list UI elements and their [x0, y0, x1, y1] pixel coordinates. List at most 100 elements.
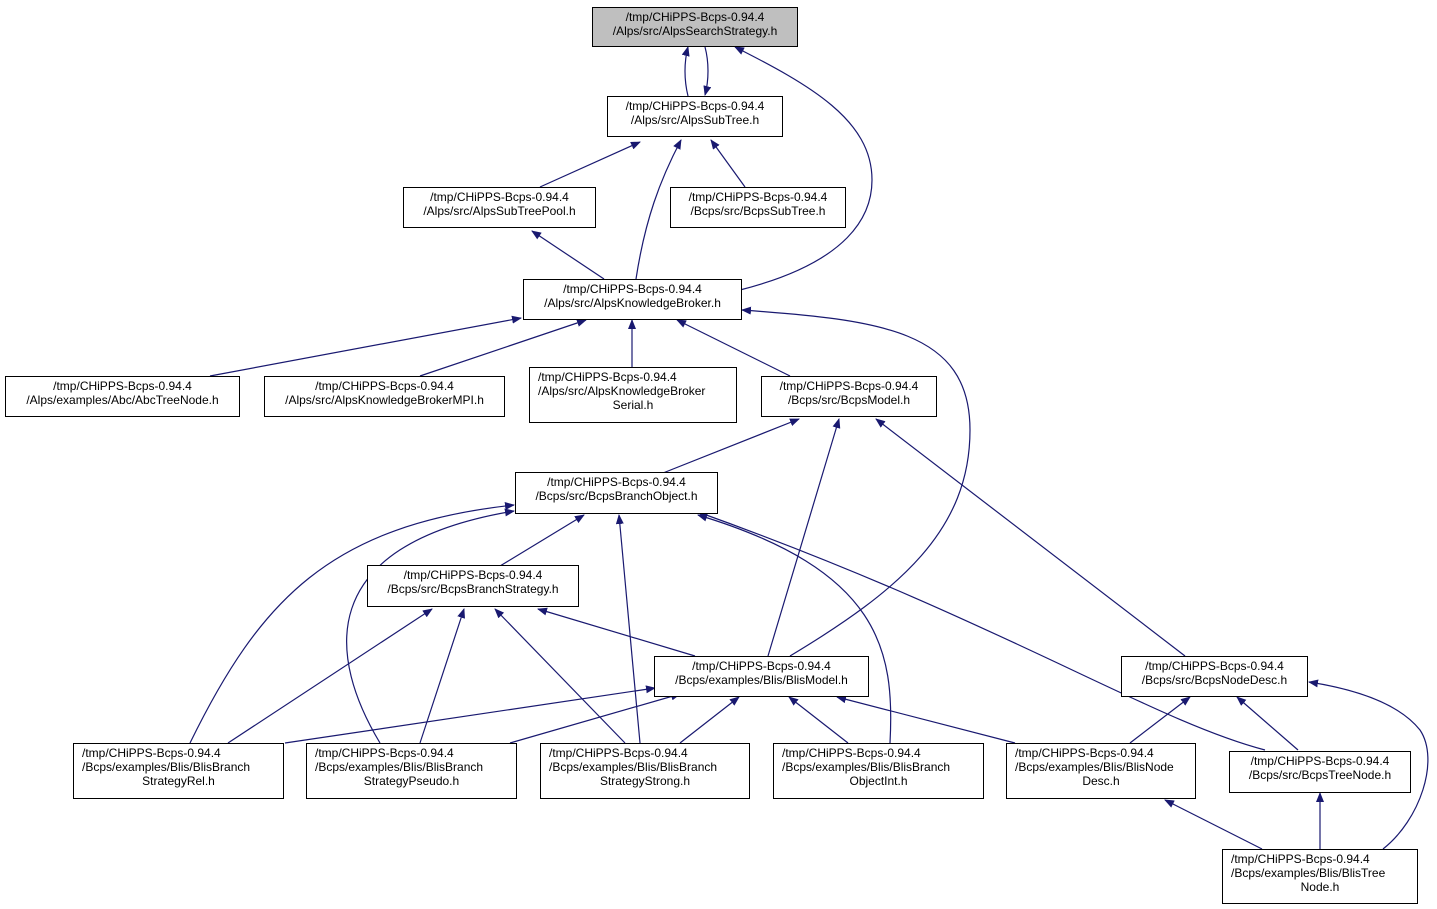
node-file-line-cont: Node.h: [1300, 880, 1340, 894]
edge-searchstrategy-to-subtree: [703, 46, 712, 96]
node-file-line: /Bcps/src/BcpsModel.h: [787, 393, 911, 407]
node-file-line: /Alps/src/AlpsSubTree.h: [630, 113, 760, 127]
edge-objectint-to-branchobject: [697, 513, 892, 744]
node-bcps-tree-node[interactable]: /tmp/CHiPPS-Bcps-0.94.4 /Bcps/src/BcpsTr…: [1229, 751, 1411, 793]
node-file-line-cont: StrategyRel.h: [142, 774, 215, 788]
node-file-line: /Alps/src/AlpsKnowledgeBroker.h: [544, 296, 721, 310]
edge-blismodel-to-branchstrategy: [537, 607, 696, 657]
edge-strategystrong-to-branchobject: [615, 514, 641, 744]
node-path-line: /tmp/CHiPPS-Bcps-0.94.4: [782, 746, 921, 760]
node-file-line: /Bcps/examples/Blis/BlisBranch: [82, 760, 251, 774]
edge-bcpstreenode-to-nodedesc: [1236, 696, 1299, 751]
node-file-line: /Bcps/examples/Blis/BlisBranch: [549, 760, 718, 774]
node-blis-tree-node[interactable]: /tmp/CHiPPS-Bcps-0.94.4 /Bcps/examples/B…: [1222, 849, 1418, 904]
node-file-line: /Bcps/examples/Blis/BlisBranch: [315, 760, 484, 774]
node-alps-knowledge-broker-serial[interactable]: /tmp/CHiPPS-Bcps-0.94.4 /Alps/src/AlpsKn…: [529, 367, 737, 423]
node-file-line-cont: ObjectInt.h: [849, 774, 908, 788]
edge-nodedesc-to-bcpsmodel: [875, 418, 1186, 657]
edge-blisnodedesc-to-nodedesc: [1129, 696, 1191, 744]
node-path-line: /tmp/CHiPPS-Bcps-0.94.4: [82, 746, 221, 760]
edge-branchstrategy-to-branchobject: [499, 514, 585, 567]
edge-bcpssubtree-to-subtree: [710, 139, 746, 188]
node-file-line: /Bcps/src/BcpsBranchStrategy.h: [387, 582, 559, 596]
node-path-line: /tmp/CHiPPS-Bcps-0.94.4: [1145, 659, 1284, 673]
edge-abctreenode-to-broker: [209, 315, 522, 377]
node-file-line: /Bcps/src/BcpsSubTree.h: [690, 204, 826, 218]
node-path-line: /tmp/CHiPPS-Bcps-0.94.4: [547, 475, 686, 489]
node-bcps-subtree[interactable]: /tmp/CHiPPS-Bcps-0.94.4 /Bcps/src/BcpsSu…: [670, 187, 846, 228]
node-alps-subtree-pool[interactable]: /tmp/CHiPPS-Bcps-0.94.4 /Alps/src/AlpsSu…: [403, 187, 596, 228]
node-file-line: /Bcps/examples/Blis/BlisBranch: [782, 760, 951, 774]
edge-subtree-to-searchstrategy: [681, 46, 690, 97]
node-blis-branch-strategy-pseudo[interactable]: /tmp/CHiPPS-Bcps-0.94.4 /Bcps/examples/B…: [306, 743, 517, 799]
node-blis-branch-object-int[interactable]: /tmp/CHiPPS-Bcps-0.94.4 /Bcps/examples/B…: [773, 743, 984, 799]
edge-broker-to-searchstrategy: [734, 46, 873, 291]
edge-strategyrel-to-branchstrategy: [227, 608, 433, 744]
edge-strategyrel-to-branchobject: [189, 501, 515, 744]
edge-broker-to-subtree: [635, 139, 682, 280]
node-bcps-branch-object[interactable]: /tmp/CHiPPS-Bcps-0.94.4 /Bcps/src/BcpsBr…: [515, 472, 718, 514]
node-alps-knowledge-broker[interactable]: /tmp/CHiPPS-Bcps-0.94.4 /Alps/src/AlpsKn…: [523, 279, 742, 320]
node-file-line: /Alps/src/AlpsSearchStrategy.h: [612, 24, 778, 38]
edge-branchobject-to-bcpsmodel: [662, 418, 800, 474]
node-path-line: /tmp/CHiPPS-Bcps-0.94.4: [315, 746, 454, 760]
edge-blismodel-to-broker: [741, 306, 971, 657]
node-file-line: /Alps/src/AlpsKnowledgeBroker: [538, 384, 706, 398]
edge-blisnodedesc-to-blismodel: [836, 695, 1016, 744]
node-alps-knowledge-broker-mpi[interactable]: /tmp/CHiPPS-Bcps-0.94.4 /Alps/src/AlpsKn…: [264, 376, 505, 417]
edge-objectint-to-blismodel: [788, 696, 849, 744]
edge-blismodel-to-bcpsmodel: [767, 418, 841, 657]
edge-broker-to-subtreepool: [531, 230, 605, 280]
edge-strategyrel-to-blismodel: [284, 685, 656, 744]
edge-brokermpi-to-broker: [419, 319, 587, 377]
node-file-line: /Alps/examples/Abc/AbcTreeNode.h: [26, 393, 219, 407]
node-file-line: /Alps/src/AlpsKnowledgeBrokerMPI.h: [285, 393, 484, 407]
node-file-line: /Bcps/src/BcpsNodeDesc.h: [1141, 673, 1288, 687]
edge-strategypseudo-to-blismodel: [509, 692, 681, 744]
node-path-line: /tmp/CHiPPS-Bcps-0.94.4: [403, 568, 543, 582]
node-path-line: /tmp/CHiPPS-Bcps-0.94.4: [538, 370, 677, 384]
node-file-line-cont: Desc.h: [1082, 774, 1120, 788]
node-path-line: /tmp/CHiPPS-Bcps-0.94.4: [549, 746, 688, 760]
node-path-line: /tmp/CHiPPS-Bcps-0.94.4: [430, 190, 569, 204]
node-blis-branch-strategy-rel[interactable]: /tmp/CHiPPS-Bcps-0.94.4 /Bcps/examples/B…: [73, 743, 284, 799]
node-blis-node-desc[interactable]: /tmp/CHiPPS-Bcps-0.94.4 /Bcps/examples/B…: [1006, 743, 1196, 799]
node-path-line: /tmp/CHiPPS-Bcps-0.94.4: [1231, 852, 1370, 866]
node-path-line: /tmp/CHiPPS-Bcps-0.94.4: [315, 379, 454, 393]
node-file-line-cont: Serial.h: [612, 398, 654, 412]
node-path-line: /tmp/CHiPPS-Bcps-0.94.4: [779, 379, 919, 393]
node-file-line: /Bcps/examples/Blis/BlisTree: [1231, 866, 1386, 880]
node-file-line: /Bcps/src/BcpsTreeNode.h: [1248, 768, 1392, 782]
node-path-line: /tmp/CHiPPS-Bcps-0.94.4: [625, 10, 765, 24]
node-path-line: /tmp/CHiPPS-Bcps-0.94.4: [692, 659, 831, 673]
edge-subtreepool-to-subtree: [539, 141, 641, 188]
node-file-line-cont: StrategyPseudo.h: [363, 774, 460, 788]
node-bcps-node-desc[interactable]: /tmp/CHiPPS-Bcps-0.94.4 /Bcps/src/BcpsNo…: [1121, 656, 1308, 697]
node-bcps-model[interactable]: /tmp/CHiPPS-Bcps-0.94.4 /Bcps/src/BcpsMo…: [761, 376, 937, 417]
node-path-line: /tmp/CHiPPS-Bcps-0.94.4: [53, 379, 192, 393]
edge-strategypseudo-to-branchobject: [346, 508, 515, 744]
node-file-line: /Bcps/src/BcpsBranchObject.h: [535, 489, 698, 503]
node-alps-search-strategy[interactable]: /tmp/CHiPPS-Bcps-0.94.4 /Alps/src/AlpsSe…: [592, 7, 798, 47]
node-file-line-cont: StrategyStrong.h: [599, 774, 691, 788]
edge-bcpstreenode-to-branchobject: [697, 511, 1266, 751]
edge-bcpsmodel-to-broker: [676, 319, 791, 377]
node-blis-branch-strategy-strong[interactable]: /tmp/CHiPPS-Bcps-0.94.4 /Bcps/examples/B…: [540, 743, 750, 799]
node-path-line: /tmp/CHiPPS-Bcps-0.94.4: [1015, 746, 1154, 760]
node-path-line: /tmp/CHiPPS-Bcps-0.94.4: [625, 99, 765, 113]
edge-strategystrong-to-branchstrategy: [494, 608, 626, 744]
edge-strategypseudo-to-branchstrategy: [419, 608, 465, 744]
node-path-line: /tmp/CHiPPS-Bcps-0.94.4: [1250, 754, 1390, 768]
edge-blistreenode-to-blisnodedesc: [1164, 799, 1263, 850]
node-abc-tree-node[interactable]: /tmp/CHiPPS-Bcps-0.94.4 /Alps/examples/A…: [5, 376, 240, 417]
edge-strategystrong-to-blismodel: [679, 696, 740, 744]
node-bcps-branch-strategy[interactable]: /tmp/CHiPPS-Bcps-0.94.4 /Bcps/src/BcpsBr…: [367, 565, 579, 607]
node-file-line: /Bcps/examples/Blis/BlisNode: [1015, 760, 1174, 774]
node-path-line: /tmp/CHiPPS-Bcps-0.94.4: [563, 282, 702, 296]
node-path-line: /tmp/CHiPPS-Bcps-0.94.4: [688, 190, 828, 204]
node-file-line: /Alps/src/AlpsSubTreePool.h: [423, 204, 576, 218]
node-alps-subtree[interactable]: /tmp/CHiPPS-Bcps-0.94.4 /Alps/src/AlpsSu…: [607, 96, 783, 137]
node-blis-model[interactable]: /tmp/CHiPPS-Bcps-0.94.4 /Bcps/examples/B…: [654, 656, 869, 697]
